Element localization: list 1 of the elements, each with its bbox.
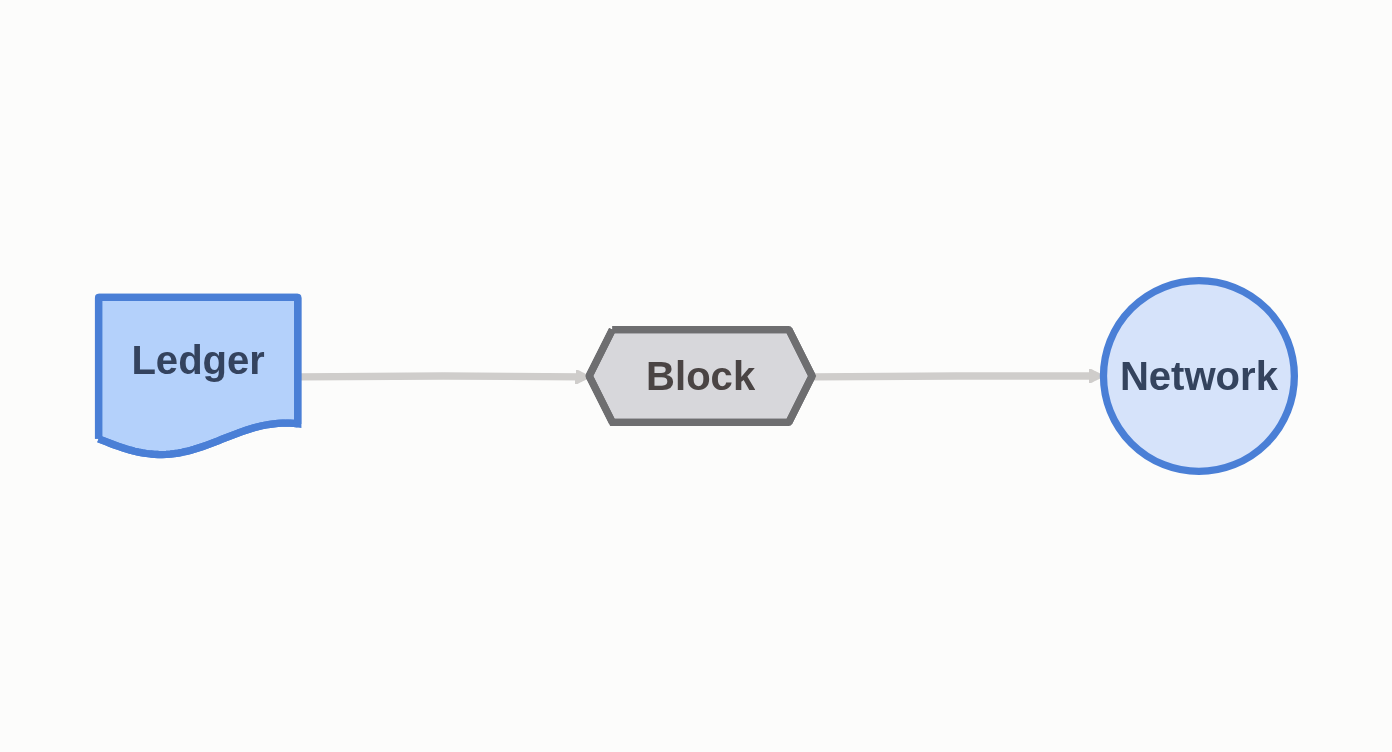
node-circle: Network [1099,276,1298,476]
